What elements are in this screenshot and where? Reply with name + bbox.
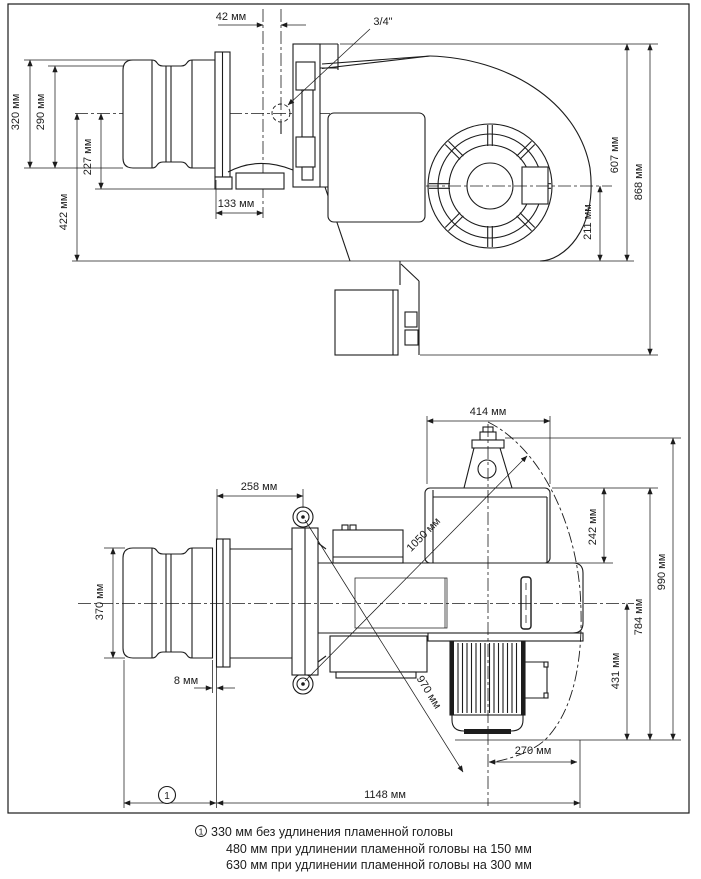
dim-8: 8 мм <box>174 675 235 691</box>
nameplate <box>520 576 532 630</box>
housing-body-plan <box>317 562 584 634</box>
motor-terminal-box <box>524 661 549 699</box>
dim-3-4-inch: 3/4" <box>287 16 393 106</box>
dim-label-607: 607 мм <box>609 137 621 174</box>
dim-label-270: 270 мм <box>515 745 552 757</box>
valve-box-plan <box>329 635 428 679</box>
dim-227: 227 мм <box>82 113 104 190</box>
dim-414: 414 мм <box>426 406 551 424</box>
dim-label-320: 320 мм <box>10 94 22 131</box>
footnote-line-1: 330 мм без удлинения пламенной головы <box>211 825 453 839</box>
motor-mounting-plate <box>427 632 584 642</box>
bottom-view-extension-lines <box>104 416 681 808</box>
motor-fins <box>457 643 518 713</box>
drawing-border <box>7 3 690 814</box>
blast-tube-plan <box>122 547 214 659</box>
dim-label-868: 868 мм <box>633 164 645 201</box>
hinge-flange <box>291 506 327 695</box>
dim-label-3-4: 3/4" <box>373 16 392 28</box>
tube-collar <box>215 538 292 668</box>
housing-front-plate <box>292 43 351 262</box>
motor-foot-pad <box>464 729 511 734</box>
dim-label-414: 414 мм <box>470 406 507 418</box>
dim-42: 42 мм <box>216 11 306 28</box>
dim-label-990: 990 мм <box>656 554 668 591</box>
dim-label-ref-1: 1 <box>164 791 170 802</box>
tube-flange <box>214 51 233 190</box>
dim-258: 258 мм <box>216 481 304 499</box>
dim-320: 320 мм <box>10 59 33 169</box>
dim-868: 868 мм <box>633 43 653 356</box>
dim-290: 290 мм <box>35 65 58 169</box>
top-view-dimensions: 42 мм 3/4" 320 мм 290 мм 227 мм 422 мм <box>10 11 653 356</box>
footnote-marker-digit: 1 <box>199 827 204 837</box>
control-box <box>334 261 420 356</box>
footnote-line-2: 480 мм при удлинении пламенной головы на… <box>226 842 532 856</box>
dim-label-133: 133 мм <box>218 198 255 210</box>
servo-box-plan <box>332 524 404 564</box>
dim-label-784: 784 мм <box>633 599 645 636</box>
bottom-view: 414 мм 258 мм 370 мм 8 мм 242 мм 784 <box>78 406 681 808</box>
footnote-marker-circle <box>195 825 207 837</box>
motor <box>449 640 549 734</box>
dim-label-242: 242 мм <box>587 509 599 546</box>
dim-607: 607 мм <box>609 43 630 262</box>
dim-133: 133 мм <box>215 198 264 216</box>
dim-label-258: 258 мм <box>241 481 278 493</box>
blast-tube <box>122 59 216 169</box>
dim-242: 242 мм <box>587 487 607 564</box>
dim-370: 370 мм <box>94 547 116 659</box>
dim-label-42: 42 мм <box>216 11 246 23</box>
dim-label-370: 370 мм <box>94 584 106 621</box>
dim-label-8: 8 мм <box>174 675 198 687</box>
footnote-line-3: 630 мм при удлинении пламенной головы на… <box>226 858 532 872</box>
fan-inlet <box>426 123 612 249</box>
dim-1148: 1148 мм <box>216 789 581 806</box>
gas-tapping-3-4 <box>271 103 291 134</box>
footnotes: 1 330 мм без удлинения пламенной головы … <box>195 825 532 872</box>
dim-label-431: 431 мм <box>610 653 622 690</box>
dim-label-290: 290 мм <box>35 94 47 131</box>
dim-270: 270 мм <box>488 745 578 765</box>
air-damper-servo-box <box>327 112 426 223</box>
housing-inner-panel <box>354 577 448 629</box>
dim-label-227: 227 мм <box>82 139 94 176</box>
dim-ref-circled-1: 1 <box>123 785 217 806</box>
top-view: 42 мм 3/4" 320 мм 290 мм 227 мм 422 мм <box>10 9 658 356</box>
fan-scroll-housing <box>321 55 592 262</box>
dim-label-1148: 1148 мм <box>364 789 406 801</box>
dim-label-422: 422 мм <box>58 194 70 231</box>
dim-label-970: 970 мм <box>414 674 444 711</box>
motor-end-bell <box>451 715 524 732</box>
top-view-extension-lines <box>24 43 658 356</box>
dim-784: 784 мм <box>633 487 653 741</box>
housing-foot <box>227 162 294 190</box>
dim-422: 422 мм <box>58 113 80 262</box>
inlet-sensor-box <box>521 166 549 205</box>
dim-label-211: 211 мм <box>582 204 594 240</box>
dim-990: 990 мм <box>656 437 676 741</box>
fan-scroll-plan <box>424 487 551 564</box>
swing-envelope-arc <box>487 421 582 764</box>
dim-431: 431 мм <box>610 603 630 741</box>
dim-211: 211 мм <box>582 185 603 262</box>
